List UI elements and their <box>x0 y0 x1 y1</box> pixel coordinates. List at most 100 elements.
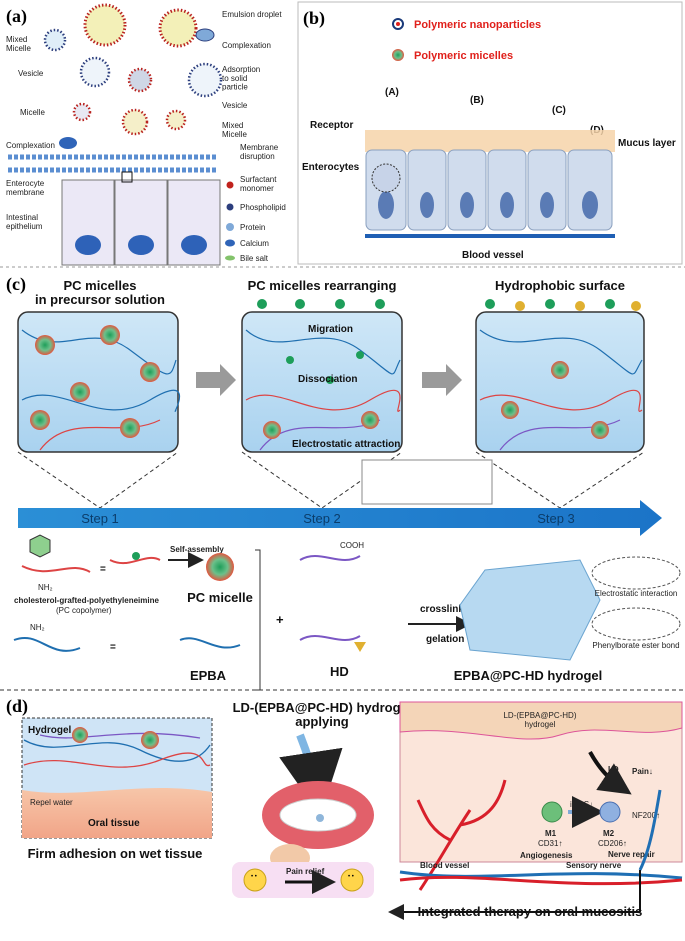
panel-b-tag: (b) <box>303 8 325 29</box>
label-nerve-repair: Nerve repair <box>608 850 655 859</box>
nanoparticle-core <box>396 22 400 26</box>
ha-chain <box>299 555 361 561</box>
inset-micelle <box>141 731 159 749</box>
stage-arrow-2 <box>422 364 462 396</box>
macrophage-m1 <box>541 801 563 823</box>
stage1-box <box>17 311 179 453</box>
label-pc-micelle: PC micelle <box>187 590 253 605</box>
hydrogel-cube <box>459 559 601 661</box>
cholesterol-ring <box>29 534 51 558</box>
panel-d: (d) Hydrogel Repel water Oral tissue Fir… <box>6 696 683 920</box>
label-electrostatic: Electrostatic attraction <box>292 439 400 450</box>
label-right-hydrogel-l1: LD-(EPBA@PC-HD) <box>503 711 576 720</box>
label-firm-adhesion: Firm adhesion on wet tissue <box>28 846 203 861</box>
stage1-micelles <box>30 325 160 438</box>
sad-face-eyes: • • <box>251 874 257 880</box>
legend-micelles: Polymeric micelles <box>414 50 513 62</box>
intestinal-epithelium <box>61 171 221 266</box>
eq-sign-2: = <box>110 642 116 653</box>
happy-face-icon <box>340 868 364 892</box>
stage-arrow-1 <box>196 364 236 396</box>
cone-lines <box>17 451 645 509</box>
stage1-title-l1: PC micelles <box>64 278 137 293</box>
label-right-hydrogel-l2: hydrogel <box>525 720 556 729</box>
solid-particle <box>127 67 153 93</box>
surfactant-monomer-icon <box>226 181 234 189</box>
pc-micelle-icon <box>206 553 234 581</box>
label-copolymer-l1: cholesterol-grafted-polyethyleneimine <box>14 596 159 605</box>
step-2: Step 2 <box>303 511 341 526</box>
label-electrostatic-interaction: Electrostatic interaction <box>595 589 678 598</box>
label-integrated: Integrated therapy on oral mucositis <box>418 904 643 919</box>
calcium-complex <box>59 137 77 149</box>
pc-polymer-schematic <box>109 557 161 565</box>
legend-nanoparticles: Polymeric nanoparticles <box>414 19 541 31</box>
panel-c-tag: (c) <box>6 274 26 295</box>
zoom-box <box>361 459 493 505</box>
bracket <box>255 549 261 691</box>
stage2-title: PC micelles rearranging <box>248 278 397 293</box>
mixed-micelle <box>43 28 67 52</box>
label-applying-l1: LD-(EPBA@PC-HD) hydrogel <box>233 700 412 715</box>
label-dissociation: Dissociation <box>298 374 357 385</box>
complexation <box>195 28 215 42</box>
label-receptor: Receptor <box>310 120 353 131</box>
label-cooh: COOH <box>340 541 364 550</box>
epba-chain <box>13 637 81 652</box>
label-sensory-nerve: Sensory nerve <box>566 861 622 870</box>
legend-phospholipid: Phospholipid <box>240 203 286 212</box>
label-complexation-left: Complexation <box>6 141 55 150</box>
label-emulsion-droplet: Emulsion droplet <box>222 10 282 19</box>
calcium-icon <box>225 239 235 247</box>
hd-chain <box>299 635 361 641</box>
epba-schematic <box>179 637 241 649</box>
label-copolymer-l2: (PC copolymer) <box>56 606 112 615</box>
happy-face-eyes: • • <box>348 874 354 880</box>
phenylborate-bubble <box>591 607 681 641</box>
label-micelle: Micelle <box>20 108 45 117</box>
route-b: (B) <box>470 95 484 106</box>
label-pain: Pain↓ <box>632 767 653 776</box>
ld-arrow <box>588 751 632 795</box>
label-crosslinking: crosslinking <box>420 604 479 615</box>
panel-b: (b) Polymeric nanoparticles Polymeric mi… <box>297 1 683 265</box>
label-inos: iNOS↓ <box>570 800 593 809</box>
route-c: (C) <box>552 105 566 116</box>
oral-tissue-area <box>22 788 212 838</box>
label-vesicle-left: Vesicle <box>18 69 44 78</box>
label-phenylborate: Phenylborate ester bond <box>592 641 679 650</box>
route-a: (A) <box>385 87 399 98</box>
label-complexation-right: Complexation <box>222 41 271 50</box>
hd-dopamine-icon <box>354 642 366 652</box>
micelle <box>72 102 92 122</box>
emulsion-droplet <box>158 8 198 48</box>
electrostatic-bubble <box>591 556 681 590</box>
panel-c: (c) PC micelles in precursor solution PC… <box>6 274 681 691</box>
legend-bile-salt: Bile salt <box>240 254 269 263</box>
label-applying-l2: applying <box>295 714 349 729</box>
mucus-layer <box>365 130 615 152</box>
sad-face-icon <box>243 868 267 892</box>
inset-strands <box>23 732 211 768</box>
label-blood-vessel-d: Blood vessel <box>420 861 469 870</box>
label-migration: Migration <box>308 324 353 335</box>
mixed-micelle <box>165 109 187 131</box>
phospholipid-icon <box>226 203 234 211</box>
nerve-fiber <box>638 789 662 871</box>
label-vesicle-right: Vesicle <box>222 101 248 110</box>
stage3-surface <box>485 299 641 439</box>
stage2-dots <box>257 299 385 439</box>
stage3-title: Hydrophobic surface <box>495 278 625 293</box>
label-cd31: CD31↑ <box>538 839 562 848</box>
bile-salt-icon <box>225 255 235 261</box>
label-epba: EPBA <box>190 668 227 683</box>
pain-relief-box <box>232 862 374 898</box>
